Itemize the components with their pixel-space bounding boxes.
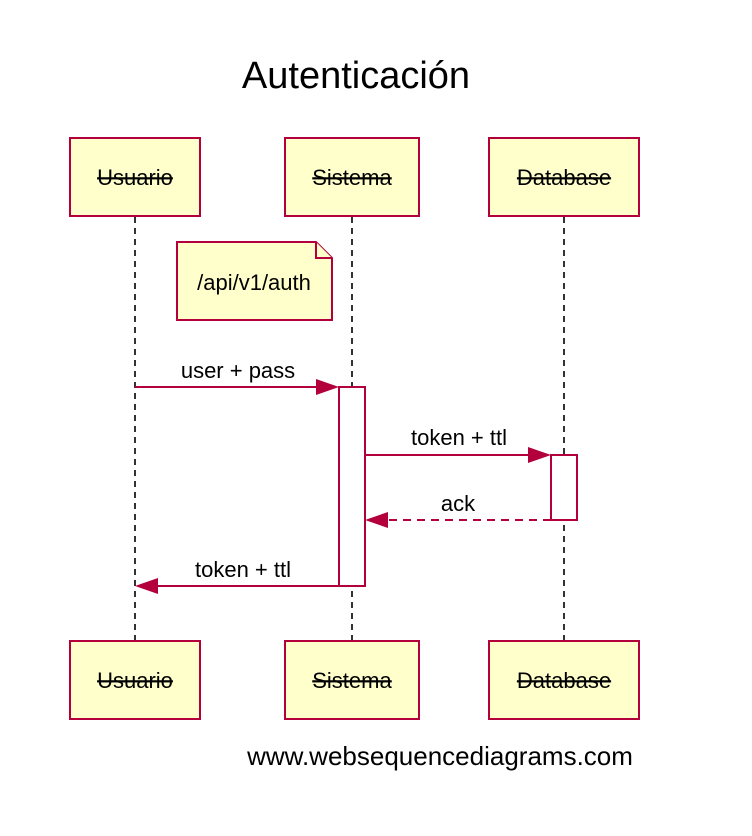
activation-sistema <box>338 386 366 587</box>
participant-label: Usuario <box>97 668 173 693</box>
arrow-head <box>135 578 158 594</box>
message-label: ack <box>441 491 476 516</box>
participant-label: Sistema <box>312 668 392 693</box>
message-label: token + ttl <box>411 425 507 450</box>
participant-label: Database <box>517 668 611 693</box>
participant-label: Sistema <box>312 165 392 190</box>
arrow-head <box>528 447 551 463</box>
arrow-head <box>316 379 339 395</box>
participant-usuario-bottom: Usuario <box>69 640 201 720</box>
activation-database <box>550 454 578 521</box>
footer-watermark: www.websequencediagrams.com <box>246 741 633 771</box>
diagram-title: Autenticación <box>242 55 470 97</box>
participant-label: Database <box>517 165 611 190</box>
participant-database-top: Database <box>488 137 640 217</box>
participant-label: Usuario <box>97 165 173 190</box>
message-label: token + ttl <box>195 557 291 582</box>
participant-database-bottom: Database <box>488 640 640 720</box>
message-ack: ack <box>365 491 551 528</box>
note-text: /api/v1/auth <box>197 270 311 295</box>
note: /api/v1/auth <box>176 241 333 321</box>
participant-sistema-top: Sistema <box>284 137 420 217</box>
arrow-head <box>365 512 388 528</box>
message-label: user + pass <box>181 358 295 383</box>
participant-usuario-top: Usuario <box>69 137 201 217</box>
message-token-ttl-to-database: token + ttl <box>365 425 551 463</box>
message-user-pass: user + pass <box>135 358 339 395</box>
participant-sistema-bottom: Sistema <box>284 640 420 720</box>
message-token-ttl-to-usuario: token + ttl <box>135 557 339 594</box>
